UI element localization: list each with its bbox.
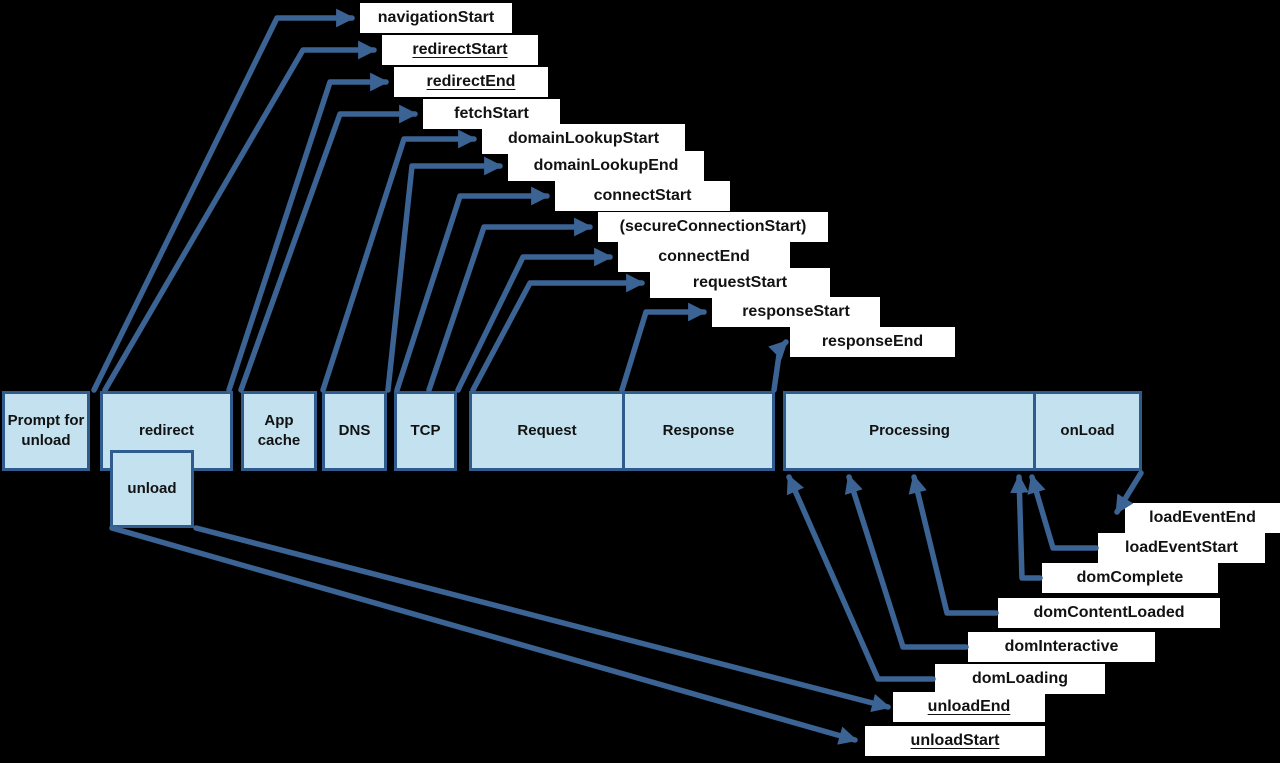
event-label-text: domInteractive [1004, 638, 1119, 655]
arrow-loadEventStart [1027, 474, 1099, 551]
arrow-connectEnd [455, 247, 613, 393]
event-label-text: connectStart [593, 187, 692, 204]
arrow-secureConnectionStart [426, 217, 593, 393]
arrow-domainLookupEnd [385, 156, 503, 393]
arrow-redirectEnd [226, 72, 389, 393]
timeline-segment-tcp: TCP [394, 391, 457, 471]
timeline-cell: Prompt for unload [5, 394, 87, 468]
timeline-cell: redirect [103, 394, 230, 468]
event-label-text: unloadEnd [927, 698, 1011, 715]
arrow-fetchStart [238, 104, 418, 393]
event-label-text: redirectEnd [426, 73, 516, 90]
event-label-text: responseStart [742, 303, 850, 320]
timeline-segment-unload: unload [110, 450, 194, 528]
timeline-segment-dns: DNS [322, 391, 387, 471]
event-label-text: (secureConnectionStart) [619, 218, 807, 235]
event-label-domainLookupEnd: domainLookupEnd [508, 151, 704, 181]
event-label-text: loadEventStart [1125, 539, 1238, 556]
event-label-responseEnd: responseEnd [790, 327, 955, 357]
event-label-unloadEnd: unloadEnd [893, 692, 1045, 722]
arrow-responseStart [619, 302, 707, 393]
timeline-cell-label: Prompt for unload [7, 411, 85, 449]
event-label-text: loadEventEnd [1149, 509, 1256, 526]
arrow-domLoading [786, 474, 936, 682]
event-label-connectStart: connectStart [555, 181, 730, 211]
event-label-redirectEnd: redirectEnd [394, 67, 548, 97]
arrow-domComplete [1010, 474, 1043, 581]
arrow-unloadEnd [193, 525, 891, 713]
event-label-text: domainLookupEnd [533, 157, 679, 174]
event-label-text: requestStart [692, 274, 788, 291]
timeline-segment-request-response: Request Response [469, 391, 775, 471]
timeline-cell: onLoad [1033, 394, 1139, 468]
timeline-cell: App cache [244, 394, 314, 468]
arrow-connectStart [394, 186, 550, 393]
timeline-segment-processing-onload: Processing onLoad [783, 391, 1142, 471]
timeline-cell-label: Processing [869, 421, 950, 439]
event-label-domComplete: domComplete [1042, 563, 1218, 593]
timeline-segment-prompt-for-unload: Prompt for unload [2, 391, 90, 471]
timeline-cell-label: DNS [338, 421, 371, 439]
arrow-domContentLoaded [908, 474, 999, 616]
arrow-domainLookupStart [320, 129, 477, 393]
event-label-unloadStart: unloadStart [865, 726, 1045, 756]
timeline-segment-app-cache: App cache [241, 391, 317, 471]
timeline-cell: Request [472, 394, 622, 468]
event-label-text: domContentLoaded [1033, 604, 1185, 621]
timeline-cell: Processing [786, 394, 1033, 468]
arrow-requestStart [470, 273, 645, 393]
event-label-text: domComplete [1076, 569, 1184, 586]
timeline-cell: Response [622, 394, 772, 468]
timeline-cell-label: TCP [410, 421, 441, 439]
event-label-domContentLoaded: domContentLoaded [998, 598, 1220, 628]
event-label-text: domLoading [972, 670, 1068, 687]
event-label-text: fetchStart [454, 105, 529, 122]
arrow-redirectStart [102, 40, 377, 393]
timeline-cell-label: onLoad [1060, 421, 1115, 439]
event-label-secureConnectionStart: (secureConnectionStart) [598, 212, 828, 242]
event-label-connectEnd: connectEnd [618, 242, 790, 272]
event-label-responseStart: responseStart [712, 297, 880, 327]
event-label-text: redirectStart [412, 41, 508, 58]
timeline-cell-label: App cache [257, 411, 301, 449]
event-label-text: domainLookupStart [507, 130, 660, 147]
event-label-domLoading: domLoading [935, 664, 1105, 694]
timeline-cell-label: redirect [138, 421, 195, 439]
timeline-cell-label: Request [517, 421, 577, 439]
arrow-unloadStart [109, 525, 858, 745]
event-label-domainLookupStart: domainLookupStart [482, 124, 685, 154]
event-label-loadEventStart: loadEventStart [1098, 533, 1265, 563]
arrow-responseEnd [768, 339, 789, 393]
event-label-navigationStart: navigationStart [360, 3, 512, 33]
event-label-loadEventEnd: loadEventEnd [1125, 503, 1280, 533]
arrow-navigationStart [91, 8, 355, 393]
event-label-text: navigationStart [377, 9, 495, 26]
event-label-domInteractive: domInteractive [968, 632, 1155, 662]
timeline-cell-label: unload [127, 479, 177, 497]
timeline-cell: unload [113, 453, 191, 525]
timeline-cell: TCP [397, 394, 454, 468]
timeline-cell: DNS [325, 394, 384, 468]
event-label-text: unloadStart [910, 732, 1000, 749]
timeline-cell-label: Response [662, 421, 735, 439]
event-label-requestStart: requestStart [650, 268, 830, 298]
event-label-redirectStart: redirectStart [382, 35, 538, 65]
arrow-domInteractive [844, 474, 969, 650]
event-label-text: connectEnd [658, 248, 750, 265]
event-label-text: responseEnd [821, 333, 924, 350]
